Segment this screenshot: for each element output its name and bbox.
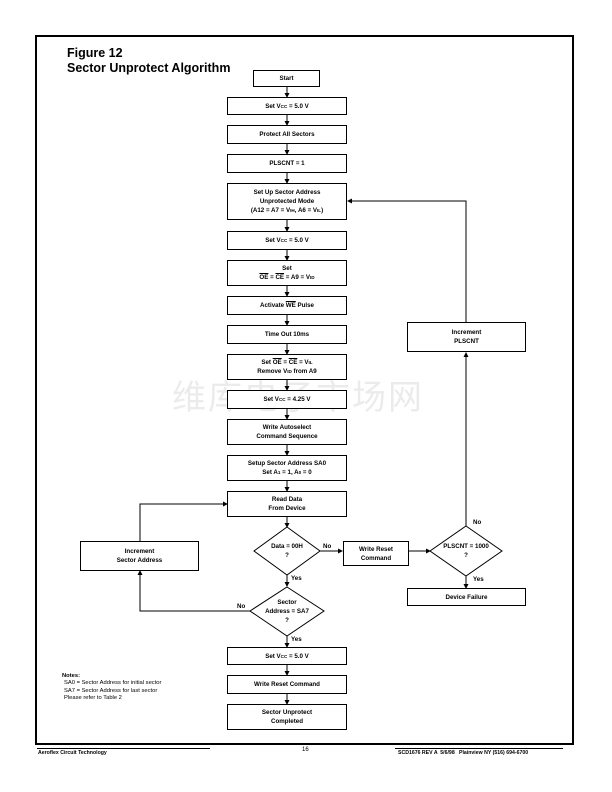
setup-sa0-line1: Setup Sector Address SA0	[247, 460, 327, 467]
start-label: Start	[279, 75, 294, 82]
set-vcc-425-box: Set VCC = 4.25 V	[227, 390, 347, 409]
figure-heading: Figure 12 Sector Unprotect Algorithm	[67, 46, 230, 76]
completed-box: Sector Unprotect Completed	[227, 704, 347, 730]
set-vcc-425-label: Set VCC = 4.25 V	[263, 396, 311, 403]
set-oe-ce-vil-box: Set OE = CE = VIL Remove VID from A9	[227, 354, 347, 380]
note-line: SA0 = Sector Address for initial sector	[64, 680, 162, 687]
setup-sector-line1: Set Up Sector Address	[253, 189, 321, 196]
activate-we-label: Activate WE Pulse	[260, 302, 314, 309]
protect-all-label: Protect All Sectors	[259, 131, 315, 138]
set-vcc-2-box: Set VCC = 5.0 V	[227, 231, 347, 250]
increment-plscnt-box: Increment PLSCNT	[407, 322, 526, 352]
device-failure-label: Device Failure	[445, 593, 488, 601]
sector-decision-line2: Address = SA7	[265, 608, 309, 615]
data-yes-label: Yes	[291, 575, 302, 582]
figure-frame	[35, 35, 574, 745]
set-vcc-2-label: Set VCC = 5.0 V	[265, 237, 309, 244]
footer-doc-info: SCD1676 REV A 5/6/98 Plainview NY (516) …	[398, 750, 529, 756]
write-autoselect-box: Write Autoselect Command Sequence	[227, 419, 347, 445]
set-oe-ce-line1: Set	[282, 265, 292, 272]
note-line: Please refer to Table 2	[64, 695, 122, 702]
increment-sector-box: Increment Sector Address	[80, 541, 199, 571]
plscnt-init-box: PLSCNT = 1	[227, 154, 347, 173]
data-decision-line2: ?	[285, 552, 289, 559]
timeout-label: Time Out 10ms	[264, 331, 310, 338]
write-reset-side-line2: Command	[360, 554, 392, 562]
set-oe-ce-box: Set OE = CE = A9 = VID	[227, 260, 347, 286]
data-decision-text: Data = 00H ?	[254, 542, 320, 560]
figure-number: Figure 12	[67, 46, 123, 60]
increment-sector-line1: Increment	[124, 548, 155, 555]
sector-decision-line1: Sector	[277, 599, 297, 606]
sector-no-label: No	[237, 603, 246, 610]
notes-heading: Notes:	[62, 673, 81, 679]
read-data-line2: From Device	[268, 505, 306, 512]
connector	[347, 198, 467, 322]
plscnt-decision-line2: ?	[464, 552, 468, 559]
set-vcc-final-label: Set VCC = 5.0 V	[265, 652, 309, 660]
footer-page-number: 16	[302, 747, 309, 753]
protect-all-box: Protect All Sectors	[227, 125, 347, 144]
sector-decision-diamond	[249, 586, 325, 637]
set-oe-ce-vil-line1: Set OE = CE = VIL	[261, 359, 313, 366]
write-autoselect-line1: Write Autoselect	[262, 424, 312, 431]
connector	[139, 501, 228, 541]
data-no-label: No	[323, 543, 332, 550]
timeout-box: Time Out 10ms	[227, 325, 347, 344]
setup-sector-line3: (A12 = A7 = VIH, A6 = VIL)	[250, 207, 324, 214]
completed-line1: Sector Unprotect	[261, 709, 313, 716]
setup-sa0-line2: Set A1 = 1, A0 = 0	[262, 469, 312, 476]
setup-sector-box: Set Up Sector Address Unprotected Mode (…	[227, 183, 347, 220]
sector-decision-line3: ?	[285, 617, 289, 624]
data-decision-diamond	[253, 526, 321, 576]
plscnt-decision-diamond	[429, 525, 503, 577]
footer-rule-right	[395, 748, 563, 749]
plscnt-decision-text: PLSCNT = 1000 ?	[430, 542, 502, 560]
footer-company: Aeroflex Circuit Technology	[38, 750, 107, 756]
footer-rule-left	[37, 748, 210, 749]
set-vcc-box: Set VCC = 5.0 V	[227, 97, 347, 115]
plscnt-no-label: No	[473, 519, 482, 526]
increment-plscnt-line1: Increment	[451, 329, 482, 336]
start-box: Start	[253, 70, 320, 87]
increment-plscnt-line2: PLSCNT	[454, 338, 479, 345]
note-line: SA7 = Sector Address for last sector	[64, 687, 158, 694]
plscnt-decision-line1: PLSCNT = 1000	[443, 543, 489, 550]
read-data-line1: Read Data	[271, 496, 303, 503]
increment-sector-line2: Sector Address	[116, 557, 163, 564]
read-data-box: Read Data From Device	[227, 491, 347, 517]
write-reset-final-box: Write Reset Command	[227, 675, 347, 694]
setup-sector-line2: Unprotected Mode	[259, 198, 315, 205]
sector-decision-text: Sector Address = SA7 ?	[250, 598, 324, 625]
connector	[137, 570, 250, 612]
device-failure-box: Device Failure	[407, 588, 526, 606]
write-reset-final-label: Write Reset Command	[254, 681, 320, 688]
write-autoselect-line2: Command Sequence	[256, 433, 318, 440]
notes: Notes: SA0 = Sector Address for initial …	[62, 673, 161, 703]
plscnt-yes-label: Yes	[473, 576, 484, 583]
sector-yes-label: Yes	[291, 636, 302, 643]
set-oe-ce-line2: OE = CE = A9 = VID	[259, 274, 315, 281]
activate-we-box: Activate WE Pulse	[227, 296, 347, 315]
data-decision-line1: Data = 00H	[271, 543, 303, 550]
set-oe-ce-vil-line2: Remove VID from A9	[257, 368, 317, 375]
write-reset-side-box: Write Reset Command	[343, 541, 409, 566]
plscnt-init-label: PLSCNT = 1	[269, 160, 305, 167]
completed-line2: Completed	[271, 718, 303, 725]
set-vcc-final-box: Set VCC = 5.0 V	[227, 647, 347, 665]
set-vcc-label: Set VCC = 5.0 V	[265, 102, 309, 110]
setup-sa0-box: Setup Sector Address SA0 Set A1 = 1, A0 …	[227, 455, 347, 481]
write-reset-side-line1: Write Reset	[359, 545, 393, 553]
figure-title: Sector Unprotect Algorithm	[67, 61, 231, 75]
